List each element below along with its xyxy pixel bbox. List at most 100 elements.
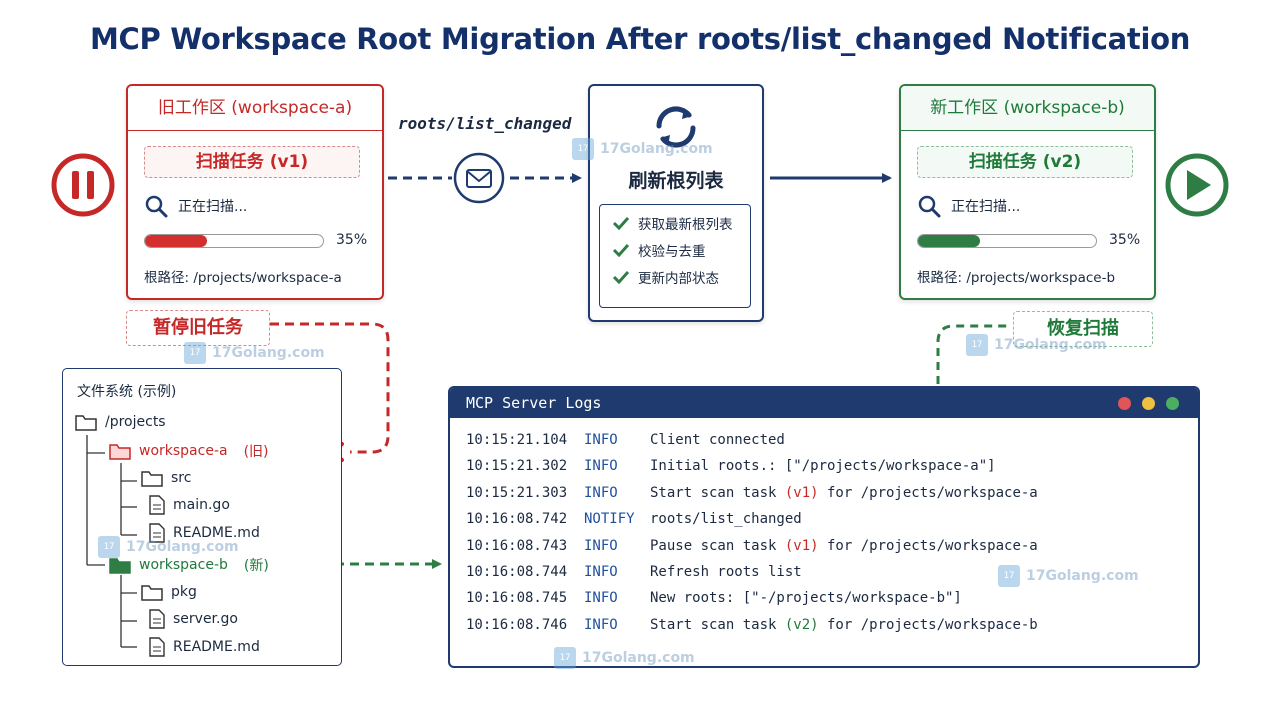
log-a: New roots: ["-/projects/workspace-b"]	[650, 590, 962, 607]
log-level: INFO	[584, 458, 618, 475]
tree-lines	[86, 435, 137, 648]
old-scan-status: 正在扫描...	[144, 194, 247, 218]
log-time: 10:15:21.303	[466, 484, 568, 501]
log-title-bar: MCP Server Logs	[450, 388, 1198, 418]
log-title: MCP Server Logs	[466, 394, 602, 412]
tree-item-label: workspace-b	[139, 557, 228, 573]
log-b: for /projects/workspace-a	[818, 537, 1038, 554]
pause-icon	[51, 153, 115, 217]
search-icon	[145, 195, 168, 218]
notification-label: roots/list_changed	[398, 114, 572, 133]
log-tag: (v1)	[784, 537, 819, 554]
old-task-label: 扫描任务 (v1)	[144, 146, 360, 178]
tree-item-projects[interactable]: /projects	[75, 413, 166, 431]
watermark-logo-icon: 17	[998, 565, 1020, 587]
refresh-step-text: 获取最新根列表	[638, 217, 733, 233]
new-workspace-header: 新工作区 (workspace-b)	[901, 86, 1154, 131]
log-time: 10:16:08.744	[466, 564, 568, 580]
refresh-step-text: 更新内部状态	[638, 271, 719, 287]
tree-item-tag: (旧)	[243, 444, 269, 460]
refresh-step: 校验与去重	[612, 241, 750, 260]
log-a: roots/list_changed	[650, 511, 802, 528]
log-level: INFO	[584, 537, 618, 554]
folder-icon	[141, 471, 163, 487]
log-level: NOTIFY	[584, 511, 635, 528]
old-progress-label: 35%	[336, 232, 368, 248]
old-progress-bar	[144, 234, 324, 248]
log-a: Refresh roots list	[650, 564, 802, 580]
new-task-label: 扫描任务 (v2)	[917, 146, 1133, 178]
maximize-dot-icon[interactable]	[1166, 397, 1179, 410]
tree-item-workspace-b[interactable]: workspace-b (新)	[109, 555, 269, 575]
refresh-steps: 获取最新根列表 校验与去重 更新内部状态	[599, 204, 751, 308]
check-icon	[612, 270, 630, 284]
log-a: Initial roots.: ["/projects/workspace-a"…	[650, 458, 996, 475]
watermark-logo-icon: 17	[98, 536, 120, 558]
new-progress-bar	[917, 234, 1097, 248]
new-scan-status: 正在扫描...	[917, 194, 1020, 218]
refresh-title: 刷新根列表	[628, 170, 724, 192]
tree-item-readme-a[interactable]: README.md	[149, 523, 260, 543]
log-tag: (v2)	[784, 616, 819, 633]
filesystem-title: 文件系统 (示例)	[77, 384, 177, 400]
filesystem-panel: 文件系统 (示例) /projects workspace-a (旧) src …	[62, 368, 342, 666]
tree-item-src[interactable]: src	[141, 469, 191, 487]
log-time: 10:16:08.746	[466, 616, 568, 633]
refresh-step: 更新内部状态	[612, 268, 750, 287]
folder-icon	[75, 415, 97, 431]
search-icon	[918, 195, 941, 218]
file-icon	[149, 637, 165, 657]
tree-item-workspace-a[interactable]: workspace-a (旧)	[109, 441, 269, 461]
folder-icon	[109, 444, 131, 460]
play-icon	[1165, 153, 1229, 217]
tree-item-tag: (新)	[243, 558, 269, 574]
log-time: 10:16:08.745	[466, 590, 568, 607]
diagram-title: MCP Workspace Root Migration After roots…	[89, 22, 1191, 56]
tree-item-server-go[interactable]: server.go	[149, 609, 238, 629]
tree-item-label: server.go	[173, 611, 238, 627]
resume-scan-label: 恢复扫描	[1013, 311, 1153, 347]
log-level: INFO	[584, 484, 618, 501]
refresh-step-text: 校验与去重	[638, 244, 706, 260]
refresh-panel: 刷新根列表 获取最新根列表 校验与去重 更新内部状态	[588, 84, 764, 322]
log-tag: (v1)	[784, 484, 819, 501]
watermark-logo-icon: 17	[572, 138, 594, 160]
watermark-logo-icon: 17	[184, 342, 206, 364]
log-a: Pause scan task	[650, 537, 785, 554]
old-workspace-header: 旧工作区 (workspace-a)	[128, 86, 382, 131]
close-dot-icon[interactable]	[1118, 397, 1131, 410]
tree-item-main-go[interactable]: main.go	[149, 495, 230, 515]
tree-item-readme-b[interactable]: README.md	[149, 637, 260, 657]
tree-item-label: main.go	[173, 497, 230, 513]
tree-item-label: README.md	[173, 639, 260, 655]
log-level: INFO	[584, 616, 618, 633]
log-time: 10:16:08.742	[466, 511, 568, 528]
tree-item-label: pkg	[171, 584, 197, 600]
new-progress-fill	[918, 235, 981, 247]
log-time: 10:15:21.104	[466, 432, 568, 448]
old-scan-text: 正在扫描...	[178, 199, 248, 215]
resume-path	[936, 324, 1012, 384]
tree-item-pkg[interactable]: pkg	[141, 583, 197, 601]
minimize-dot-icon[interactable]	[1142, 397, 1155, 410]
old-root-path: 根路径: /projects/workspace-a	[144, 270, 342, 286]
new-scan-text: 正在扫描...	[951, 199, 1021, 215]
old-progress-fill	[145, 235, 208, 247]
file-icon	[149, 609, 165, 629]
refresh-step: 获取最新根列表	[612, 214, 750, 233]
tree-item-label: /projects	[105, 414, 166, 430]
old-workspace-panel: 旧工作区 (workspace-a) 扫描任务 (v1) 正在扫描... 35%…	[126, 84, 384, 300]
folder-icon	[141, 585, 163, 601]
pause-path	[270, 322, 390, 454]
